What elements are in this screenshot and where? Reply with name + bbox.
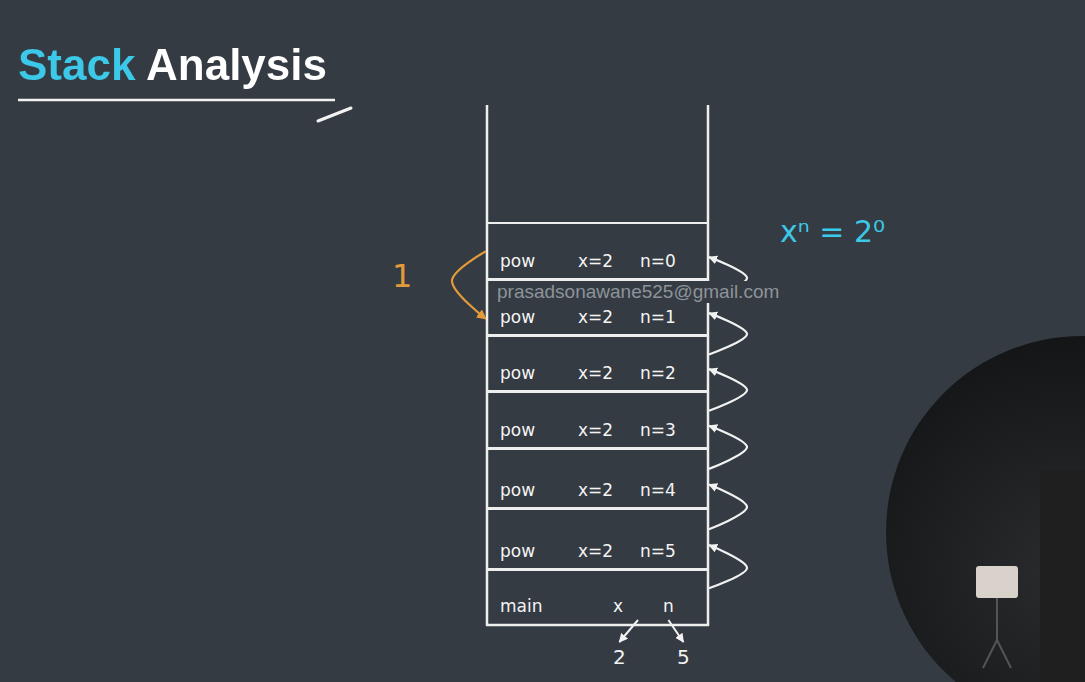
frame-name: pow — [500, 307, 578, 327]
frame-name: pow — [500, 251, 578, 271]
frame-variable: n=4 — [640, 480, 676, 500]
frame-name: pow — [500, 480, 578, 500]
frame-variable: x=2 — [578, 307, 640, 327]
frame-name: pow — [500, 541, 578, 561]
slide-title: Stack Analysis — [18, 40, 327, 90]
frame-variable: x=2 — [578, 480, 640, 500]
call-arrow — [709, 545, 747, 588]
frame-variable: n=2 — [640, 363, 676, 383]
frame-variable: n=0 — [640, 251, 676, 271]
value-label: 2 — [613, 645, 626, 669]
stack-frame: powx=2n=0 — [486, 222, 709, 281]
call-arrow — [709, 313, 747, 354]
frame-name: pow — [500, 363, 578, 383]
lamp-shade — [976, 566, 1018, 598]
formula-note: xⁿ = 2⁰ — [780, 214, 885, 249]
stack-frame: powx=2n=2 — [486, 334, 709, 393]
title-underline — [18, 99, 335, 102]
frame-variable: x — [613, 596, 663, 616]
call-arrow — [709, 426, 747, 469]
value-label: 5 — [677, 645, 690, 669]
lamp-leg — [983, 640, 997, 668]
webcam-view — [886, 336, 1085, 682]
watermark: prasadsonawane525@gmail.com — [495, 281, 781, 303]
call-arrow — [709, 369, 747, 411]
frame-variable: x=2 — [578, 363, 640, 383]
frame-name: pow — [500, 420, 578, 440]
stack-frame: powx=2n=5 — [486, 507, 709, 571]
main-frame: mainxn — [486, 568, 709, 626]
frame-variable: n=1 — [640, 307, 676, 327]
frame-name: main — [500, 596, 613, 616]
frame-variable: n — [663, 596, 674, 616]
value-leader — [668, 620, 683, 642]
frame-variable: x=2 — [578, 251, 640, 271]
presenter-silhouette — [1040, 470, 1085, 682]
stack-frame: powx=2n=4 — [486, 447, 709, 510]
frame-variable: x=2 — [578, 541, 640, 561]
underline-tick — [318, 108, 351, 121]
return-arrow — [452, 251, 486, 319]
lamp-stand — [996, 598, 998, 640]
stack-frame: powx=2n=3 — [486, 390, 709, 450]
value-leader — [619, 620, 638, 642]
call-arrow — [709, 485, 747, 530]
frame-variable: n=5 — [640, 541, 676, 561]
lamp-leg — [997, 640, 1011, 668]
frame-variable: x=2 — [578, 420, 640, 440]
return-value: 1 — [392, 257, 412, 295]
frame-variable: n=3 — [640, 420, 676, 440]
